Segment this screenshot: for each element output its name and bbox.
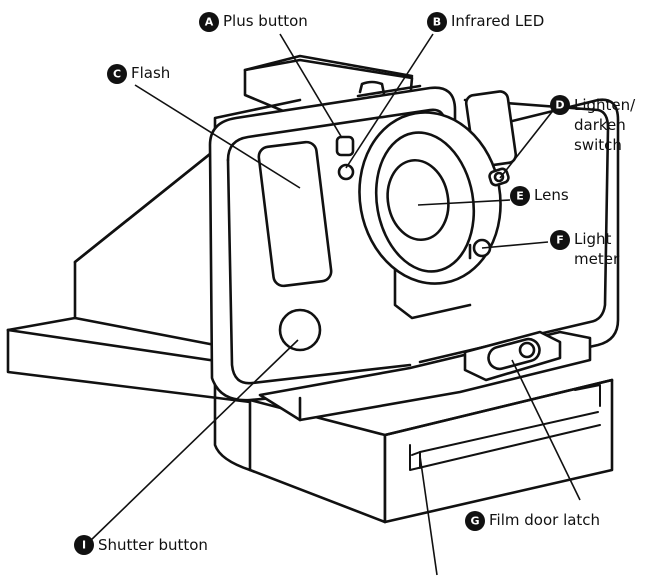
badge-c: C (107, 64, 127, 84)
label-lighten-line-2: darken (574, 116, 626, 134)
badge-e: E (510, 186, 530, 206)
label-light-line-2: meter (574, 250, 620, 268)
leader-lines (87, 33, 581, 576)
label-plus-button: Plus button (223, 12, 308, 30)
badge-g: G (465, 511, 485, 531)
camera-illustration (6, 54, 620, 524)
badge-i: I (74, 535, 94, 555)
badge-d: D (550, 95, 570, 115)
label-infrared-led: Infrared LED (451, 12, 545, 30)
label-film-door-latch: Film door latch (489, 511, 601, 529)
label-lighten-darken-switch: Lighten/ darken switch (574, 95, 635, 155)
svg-text:G: G (470, 515, 479, 528)
label-lighten-line-3: switch (574, 136, 622, 154)
svg-text:D: D (555, 99, 564, 112)
svg-text:C: C (113, 68, 121, 81)
svg-text:F: F (556, 234, 564, 247)
badge-f: F (550, 230, 570, 250)
badge-a: A (199, 12, 219, 32)
label-shutter-button: Shutter button (98, 536, 208, 554)
label-lens: Lens (534, 186, 569, 204)
label-lighten-line-1: Lighten/ (574, 96, 636, 114)
label-light-line-1: Light (574, 230, 612, 248)
label-flash: Flash (131, 64, 171, 82)
svg-text:E: E (516, 190, 524, 203)
svg-text:I: I (82, 539, 86, 552)
label-light-meter: Light meter (574, 229, 619, 269)
badge-b: B (427, 12, 447, 32)
svg-text:B: B (433, 16, 441, 29)
svg-text:A: A (205, 16, 214, 29)
